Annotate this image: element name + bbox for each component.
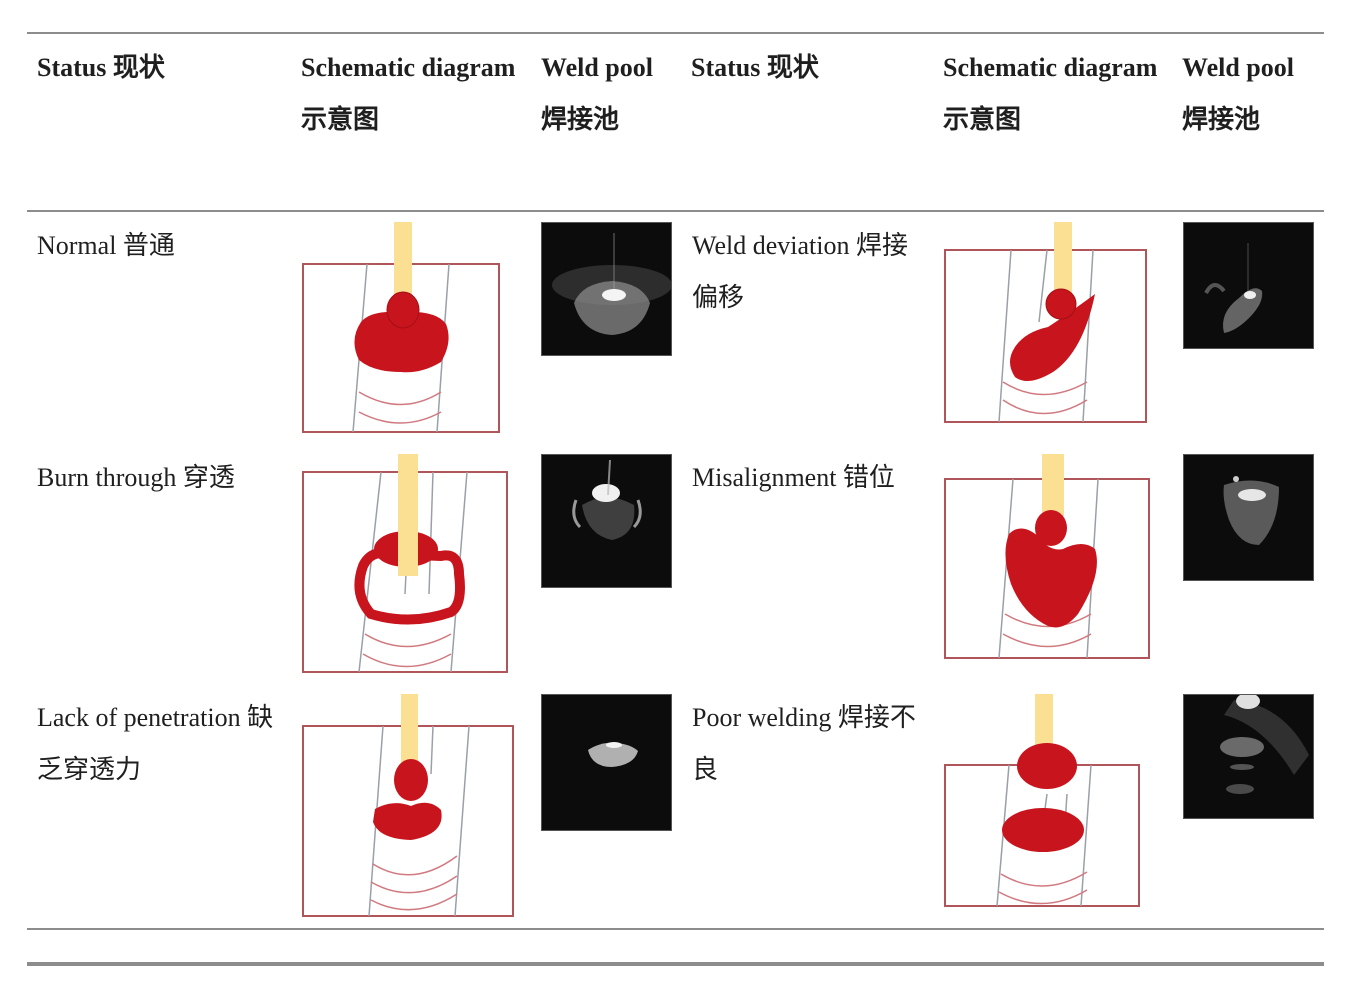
deviation-pool-diagram [943, 222, 1148, 425]
poor-welding-weld-pool-photo [1183, 694, 1314, 819]
header-schematic-right: Schematic diagram 示意图 [943, 53, 1158, 134]
misalignment-weld-pool-photo [1183, 454, 1314, 581]
deviation-weld-pool-photo [1183, 222, 1314, 349]
status-poor-welding: Poor welding 焊接不良 [692, 703, 916, 784]
header-status-left: Status 现状 [37, 53, 165, 82]
header-schematic-left: Schematic diagram 示意图 [301, 53, 516, 134]
header-status-right: Status 现状 [691, 53, 819, 82]
lack-of-penetration-diagram [301, 694, 515, 918]
poor-welding-diagram [943, 694, 1141, 908]
table-top-rule [27, 32, 1324, 34]
header-bottom-rule [27, 210, 1324, 212]
normal-pool-diagram [301, 222, 501, 434]
misalignment-diagram [943, 454, 1151, 660]
header-weldpool-left: Weld pool 焊接池 [541, 53, 653, 134]
status-lack-of-penetration: Lack of penetration 缺乏穿透力 [37, 703, 274, 784]
status-burn-through: Burn through 穿透 [37, 463, 235, 492]
burn-through-weld-pool-photo [541, 454, 672, 588]
footer-rule [27, 962, 1324, 966]
status-normal: Normal 普通 [37, 231, 175, 260]
normal-weld-pool-photo [541, 222, 672, 356]
table-bottom-rule [27, 928, 1324, 930]
header-weldpool-right: Weld pool 焊接池 [1182, 53, 1294, 134]
status-misalignment: Misalignment 错位 [692, 463, 895, 492]
burn-through-diagram [301, 454, 509, 674]
lack-of-penetration-weld-pool-photo [541, 694, 672, 831]
status-weld-deviation: Weld deviation 焊接偏移 [692, 231, 908, 312]
